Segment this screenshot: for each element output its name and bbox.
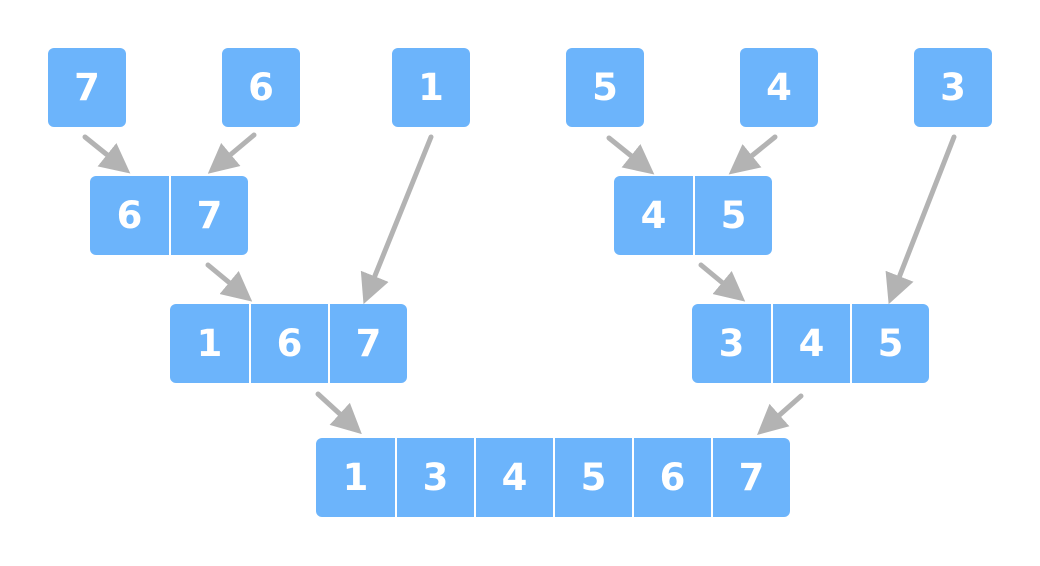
leaf-value: 5	[566, 48, 644, 127]
merged-pair-67: 6 7	[90, 176, 248, 255]
array-cell: 5	[850, 304, 929, 383]
leaf-1-box: 1	[392, 48, 470, 127]
leaf-5-box: 5	[566, 48, 644, 127]
arrow-leaf-6-to-pair-67	[207, 132, 257, 174]
array-cell: 6	[90, 176, 169, 255]
array-cell: 7	[169, 176, 248, 255]
leaf-value: 4	[740, 48, 818, 127]
array-cell: 4	[474, 438, 553, 517]
array-cell: 7	[711, 438, 790, 517]
leaf-6-box: 6	[222, 48, 300, 127]
array-cell: 3	[395, 438, 474, 517]
leaf-value: 1	[392, 48, 470, 127]
arrow-leaf-3-to-triple-345	[885, 134, 957, 305]
arrow-pair-67-to-triple-167	[205, 262, 253, 302]
leaf-value: 7	[48, 48, 126, 127]
arrow-leaf-4-to-pair-45	[728, 134, 778, 175]
arrow-pair-45-to-triple-345	[698, 262, 746, 302]
array-cell: 1	[316, 438, 395, 517]
array-cell: 4	[614, 176, 693, 255]
leaf-value: 3	[914, 48, 992, 127]
leaf-4-box: 4	[740, 48, 818, 127]
merged-triple-345: 3 4 5	[692, 304, 929, 383]
leaf-3-box: 3	[914, 48, 992, 127]
merged-pair-45: 4 5	[614, 176, 772, 255]
array-cell: 1	[170, 304, 249, 383]
array-cell: 6	[632, 438, 711, 517]
arrow-leaf-5-to-pair-45	[606, 135, 655, 175]
leaf-value: 6	[222, 48, 300, 127]
array-cell: 4	[771, 304, 850, 383]
arrow-triple-167-to-result	[315, 391, 362, 435]
merged-triple-167: 1 6 7	[170, 304, 407, 383]
array-cell: 6	[249, 304, 328, 383]
array-cell: 5	[553, 438, 632, 517]
arrow-triple-345-to-result	[757, 393, 804, 435]
leaf-7-box: 7	[48, 48, 126, 127]
sorted-result-array: 1 3 4 5 6 7	[316, 438, 790, 517]
arrow-leaf-1-to-triple-167	[360, 134, 434, 305]
array-cell: 7	[328, 304, 407, 383]
arrow-leaf-7-to-pair-67	[82, 134, 131, 174]
array-cell: 5	[693, 176, 772, 255]
array-cell: 3	[692, 304, 771, 383]
